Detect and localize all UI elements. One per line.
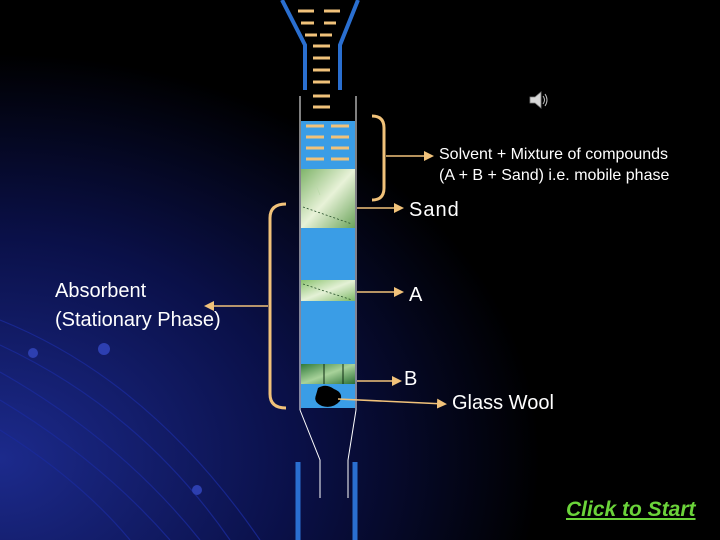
- collecting-beaker: [295, 462, 358, 540]
- solvent-label: Solvent + Mixture of compounds (A + B + …: [439, 144, 669, 186]
- background-dots: [28, 343, 202, 495]
- glass-wool: [315, 385, 342, 407]
- sand-label: Sand: [409, 199, 460, 221]
- band-b: [301, 364, 355, 384]
- absorbent-label-line2: (Stationary Phase): [55, 309, 221, 331]
- compound-b-label: B: [404, 368, 418, 390]
- glass-wool-label: Glass Wool: [452, 392, 554, 414]
- funnel-solvent-dashes: [298, 9, 340, 109]
- stationary-phase-lower: [301, 301, 355, 364]
- speaker-icon[interactable]: [527, 88, 551, 112]
- band-a: [301, 280, 355, 301]
- solvent-label-line1: Solvent + Mixture of compounds: [439, 146, 669, 163]
- pointer-arrows: [204, 151, 447, 409]
- click-to-start-link[interactable]: Click to Start: [566, 498, 696, 521]
- column-outlet: [299, 409, 357, 498]
- glass-wool-arrow: [337, 398, 447, 409]
- column-walls: [299, 96, 357, 410]
- background-curves: [0, 319, 261, 540]
- top-funnel: [280, 0, 360, 90]
- absorbent-label-line1: Absorbent: [55, 280, 147, 302]
- sand-layer: [301, 169, 355, 228]
- stationary-phase-upper: [301, 228, 355, 280]
- solvent-bracket: [371, 114, 386, 202]
- solvent-layer: [301, 121, 355, 169]
- absorbent-label: Absorbent (Stationary Phase): [55, 277, 221, 335]
- stationary-bracket: [268, 202, 287, 410]
- solvent-label-line2: (A + B + Sand) i.e. mobile phase: [439, 167, 670, 184]
- compound-a-label: A: [409, 284, 423, 306]
- solvent-dashes: [306, 124, 349, 161]
